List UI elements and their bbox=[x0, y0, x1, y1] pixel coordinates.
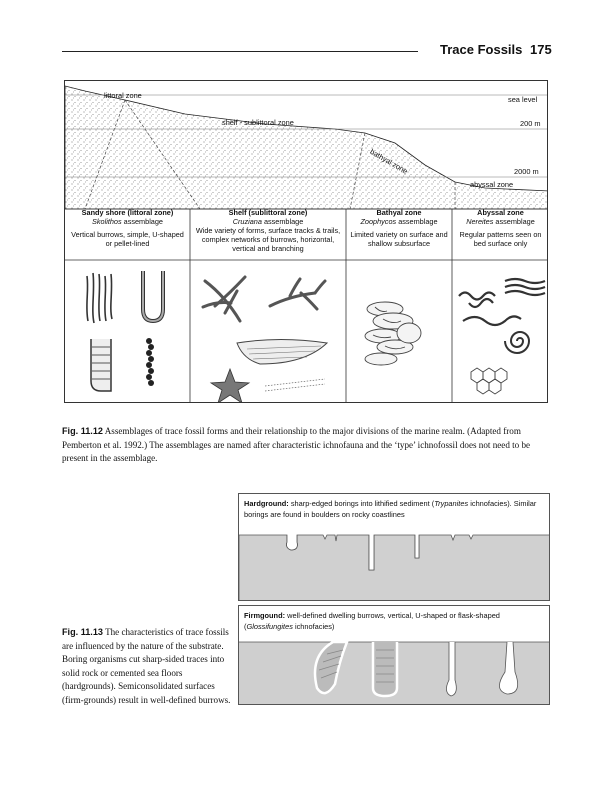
column-description: Regular patterns seen on bed surface onl… bbox=[454, 230, 547, 248]
u-shaped-burrow-illustration bbox=[143, 271, 163, 321]
hardground-borings-illustration bbox=[239, 522, 550, 601]
assemblage-genus: Skolithos bbox=[92, 217, 122, 226]
assemblage-word: assemblage bbox=[264, 217, 303, 226]
hardground-genus: Trypanites bbox=[434, 499, 468, 508]
branching-trail-illustration bbox=[270, 279, 325, 309]
firmground-label: Firmgound: bbox=[244, 611, 285, 620]
assemblage-word: assemblage bbox=[124, 217, 163, 226]
pellet-lined-burrow-illustration bbox=[91, 339, 111, 391]
assemblage-word: assemblage bbox=[495, 217, 534, 226]
beaded-burrow-illustration bbox=[146, 338, 154, 386]
shelf-zone-label: shelf - sublittoral zone bbox=[222, 118, 294, 127]
figure-11-12: littoral zone shelf - sublittoral zone b… bbox=[64, 80, 548, 403]
column-sandy-shore: Sandy shore (littoral zone) Skolithos as… bbox=[67, 208, 188, 248]
caption-label: Fig. 11.13 bbox=[62, 627, 103, 637]
vertical-u-burrow bbox=[373, 642, 397, 696]
firmground-genus: Glossifungites bbox=[246, 622, 292, 631]
littoral-zone-label: littoral zone bbox=[104, 91, 142, 100]
caption-text: The characteristics of trace fossils are… bbox=[62, 627, 230, 705]
column-shelf: Shelf (sublittoral zone) Cruziana assemb… bbox=[192, 208, 344, 253]
assemblage-genus: Cruziana bbox=[233, 217, 262, 226]
assemblage-genus: Nereites bbox=[466, 217, 493, 226]
page-number: 175 bbox=[530, 42, 552, 57]
column-description: Vertical burrows, simple, U-shaped or pe… bbox=[67, 230, 188, 248]
hardground-text: sharp-edged borings into lithified sedim… bbox=[291, 499, 434, 508]
sinusoidal-trail-illustration bbox=[505, 279, 545, 295]
depth-2000m-label: 2000 m bbox=[514, 167, 539, 176]
running-title: Trace Fossils bbox=[440, 42, 522, 57]
column-heading: Sandy shore (littoral zone) bbox=[67, 208, 188, 217]
caption-text: Assemblages of trace fossil forms and th… bbox=[62, 426, 530, 463]
header-rule bbox=[62, 51, 418, 52]
figure-11-13-caption: Fig. 11.13 The characteristics of trace … bbox=[62, 626, 232, 707]
assemblage-word: assemblage bbox=[398, 217, 437, 226]
firmground-panel: Firmgound: well-defined dwelling burrows… bbox=[238, 605, 550, 705]
column-bathyal: Bathyal zone Zoophycos assemblage Limite… bbox=[348, 208, 450, 248]
firmground-burrows-illustration bbox=[239, 636, 550, 705]
starfish-trace-illustration bbox=[211, 369, 249, 403]
sediment-profile bbox=[65, 86, 548, 209]
hexagonal-network-illustration bbox=[471, 368, 507, 394]
firmground-description: Firmgound: well-defined dwelling burrows… bbox=[244, 610, 544, 632]
hardground-panel: Hardground: sharp-edged borings into lit… bbox=[238, 493, 550, 601]
skolithos-burrows-illustration bbox=[87, 273, 112, 323]
column-heading: Abyssal zone bbox=[454, 208, 547, 217]
column-heading: Shelf (sublittoral zone) bbox=[192, 208, 344, 217]
hardground-label: Hardground: bbox=[244, 499, 289, 508]
column-description: Limited variety on surface and shallow s… bbox=[348, 230, 450, 248]
zoophycos-spreite-illustration bbox=[365, 302, 421, 365]
assemblage-genus: Zoophycos bbox=[360, 217, 396, 226]
spiral-trail-illustration bbox=[505, 332, 529, 353]
arthropod-trackway-illustration bbox=[265, 379, 325, 391]
column-heading: Bathyal zone bbox=[348, 208, 450, 217]
column-description: Wide variety of forms, surface tracks & … bbox=[192, 226, 344, 253]
firmground-text-end: ichnofacies) bbox=[295, 622, 334, 631]
meandering-trail-illustration bbox=[459, 293, 521, 326]
figure-11-12-caption: Fig. 11.12 Assemblages of trace fossil f… bbox=[62, 425, 550, 466]
branching-burrow-network-illustration bbox=[203, 277, 245, 321]
sea-level-label: sea level bbox=[508, 95, 537, 104]
abyssal-zone-label: abyssal zone bbox=[470, 180, 513, 189]
hardground-description: Hardground: sharp-edged borings into lit… bbox=[244, 498, 544, 520]
depth-200m-label: 200 m bbox=[520, 119, 541, 128]
caption-label: Fig. 11.12 bbox=[62, 426, 103, 436]
column-abyssal: Abyssal zone Nereites assemblage Regular… bbox=[454, 208, 547, 248]
rusophycus-trail-illustration bbox=[237, 340, 327, 365]
